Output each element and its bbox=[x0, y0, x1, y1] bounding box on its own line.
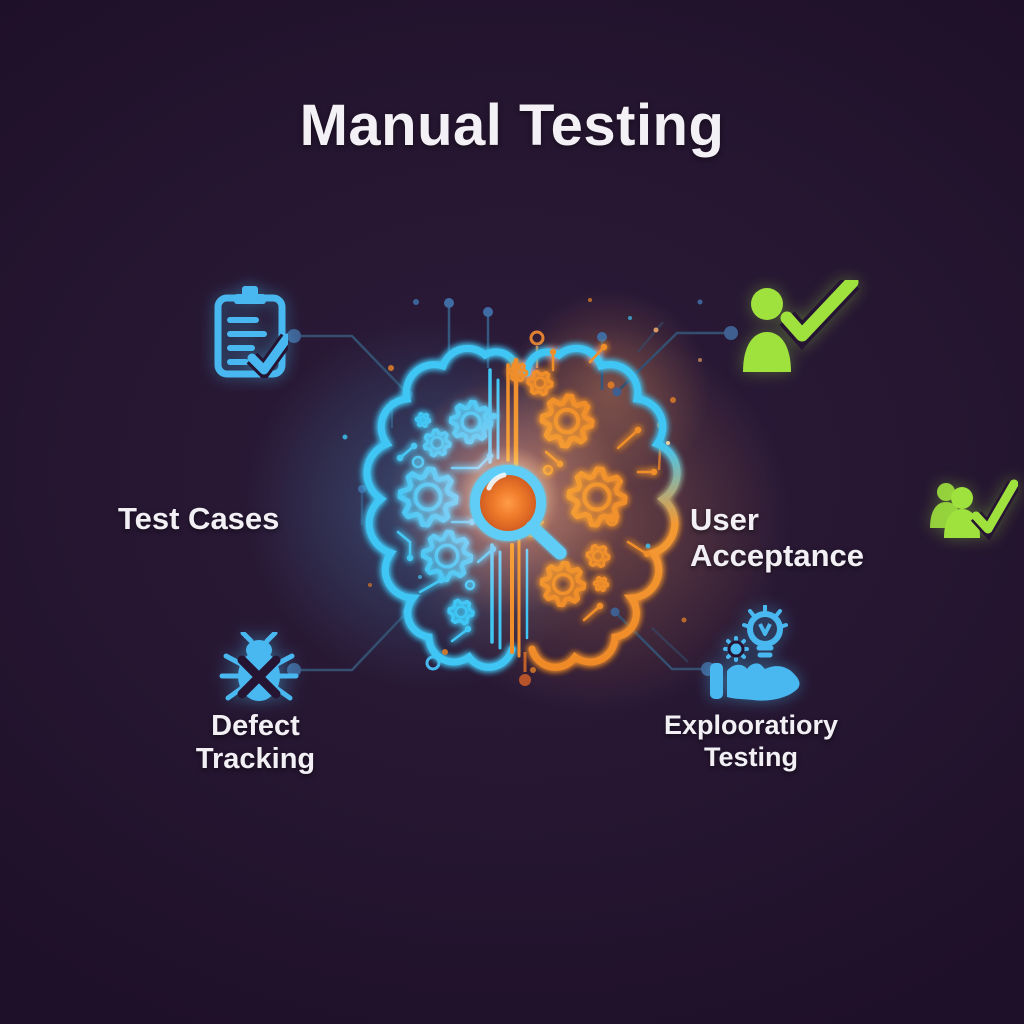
label-test-cases: Test Cases bbox=[118, 501, 280, 536]
clipboard-check-icon bbox=[212, 286, 294, 382]
sparkle-dots bbox=[342, 298, 703, 673]
hand-idea-icon bbox=[708, 604, 808, 703]
page-title: Manual Testing bbox=[299, 93, 725, 158]
label-defect-tracking: Defect Tracking bbox=[195, 710, 316, 775]
label-exploratory-testing: Explooratiory Testing bbox=[663, 710, 839, 773]
user-check-icon bbox=[740, 275, 862, 376]
bug-cross-icon bbox=[216, 630, 302, 708]
users-check-icon bbox=[926, 476, 1021, 542]
label-user-acceptance: User Acceptance bbox=[690, 502, 865, 573]
connector-lines bbox=[294, 321, 731, 672]
magnifier-icon bbox=[470, 465, 567, 560]
